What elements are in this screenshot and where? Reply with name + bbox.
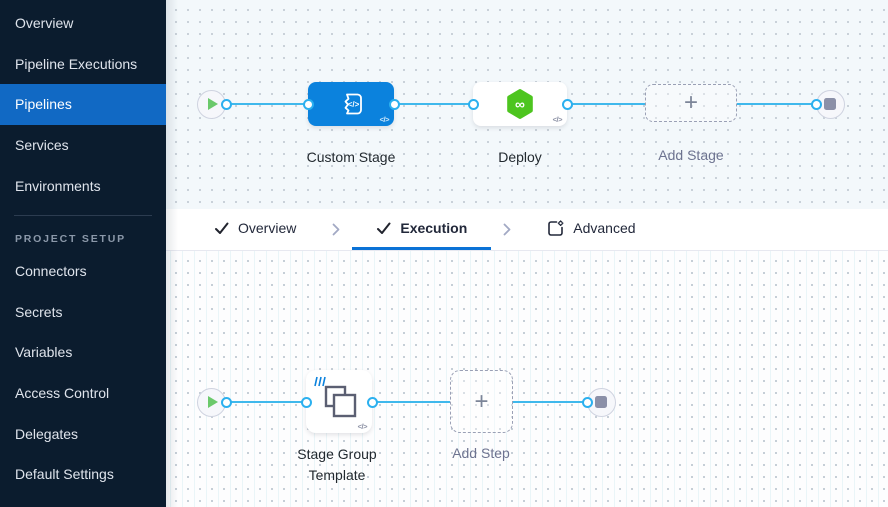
edge: [211, 401, 306, 403]
sidebar-item-pipeline-executions[interactable]: Pipeline Executions: [15, 55, 138, 72]
plus-icon: +: [474, 387, 489, 415]
stage-label-deploy: Deploy: [498, 149, 542, 165]
project-setup-heading: PROJECT SETUP: [15, 232, 126, 245]
edge-port[interactable]: [561, 98, 573, 110]
sidebar-item-delegates[interactable]: Delegates: [15, 425, 79, 442]
sidebar-item-connectors[interactable]: Connectors: [15, 263, 87, 280]
sidebar-item-overview[interactable]: Overview: [15, 15, 74, 32]
chevron-right-icon: [332, 223, 340, 236]
edge-port[interactable]: [220, 98, 232, 110]
edge-port[interactable]: [388, 98, 400, 110]
yaml-code-badge: </>: [552, 115, 563, 124]
edge: [394, 103, 473, 105]
stage-group-template-icon: [324, 385, 357, 417]
svg-text:</>: </>: [348, 100, 360, 109]
edge: [737, 103, 816, 105]
edge-port[interactable]: [810, 98, 822, 110]
stage-label-custom-stage: Custom Stage: [306, 149, 396, 165]
edge: [513, 401, 587, 403]
add-stage-label: Add Stage: [658, 147, 724, 163]
stage-node-deploy[interactable]: ∞ </>: [473, 82, 567, 126]
tab-overview-label: Overview: [238, 220, 297, 236]
stage-graph-canvas[interactable]: </> </> ∞ </> + C: [166, 0, 888, 209]
sidebar-divider: [14, 214, 152, 216]
step-label-stage-group-template: Stage Group Template: [297, 446, 377, 483]
sidebar-item-access-control[interactable]: Access Control: [15, 385, 110, 402]
plus-icon: +: [683, 89, 698, 116]
tab-overview[interactable]: Overview: [190, 209, 320, 250]
add-stage-button[interactable]: +: [645, 84, 737, 122]
sidebar-item-variables[interactable]: Variables: [15, 344, 73, 361]
advanced-panel-icon: [548, 219, 564, 236]
tab-separator: [320, 209, 352, 250]
project-sidebar: Overview Pipeline Executions Pipelines S…: [0, 0, 166, 507]
edge: [567, 103, 645, 105]
stop-icon: [824, 98, 836, 110]
add-step-button[interactable]: +: [450, 370, 513, 433]
sidebar-item-services[interactable]: Services: [15, 137, 69, 154]
tab-advanced[interactable]: Advanced: [523, 209, 659, 250]
tab-execution[interactable]: Execution: [352, 209, 492, 250]
play-icon: [207, 396, 218, 408]
edge-port[interactable]: [467, 98, 479, 110]
yaml-code-badge: </>: [379, 115, 390, 124]
tab-execution-label: Execution: [400, 220, 468, 236]
sidebar-item-default-settings[interactable]: Default Settings: [15, 466, 114, 483]
custom-stage-icon: </>: [344, 93, 362, 115]
edge: [211, 103, 308, 105]
tab-separator: [491, 209, 523, 250]
stage-node-custom-stage[interactable]: </> </>: [308, 82, 394, 126]
edge-port[interactable]: [300, 396, 312, 408]
add-step-label: Add Step: [452, 445, 510, 461]
svg-text:∞: ∞: [515, 96, 525, 112]
check-icon: [215, 222, 229, 234]
edge-port[interactable]: [302, 98, 314, 110]
tab-advanced-label: Advanced: [573, 220, 636, 236]
sidebar-item-pipelines[interactable]: Pipelines: [0, 84, 166, 125]
chevron-right-icon: [503, 223, 511, 236]
edge-port[interactable]: [581, 396, 593, 408]
edge-port[interactable]: [366, 396, 378, 408]
stop-icon: [595, 396, 607, 408]
yaml-code-badge: </>: [357, 422, 368, 431]
stage-config-tabbar: Overview Execution: [166, 209, 888, 251]
play-icon: [207, 98, 218, 110]
sidebar-item-environments[interactable]: Environments: [15, 177, 101, 194]
edge: [372, 401, 450, 403]
template-hatch-icon: [314, 376, 326, 387]
step-node-stage-group-template[interactable]: </>: [306, 370, 372, 433]
check-icon: [377, 222, 391, 234]
cd-hexagon-icon: ∞: [507, 89, 533, 119]
pipeline-studio-main: </> </> ∞ </> + C: [166, 0, 888, 507]
edge-port[interactable]: [220, 396, 232, 408]
execution-graph-canvas[interactable]: </> + Stage Group Template Add Step: [166, 251, 888, 507]
sidebar-item-secrets[interactable]: Secrets: [15, 303, 63, 320]
